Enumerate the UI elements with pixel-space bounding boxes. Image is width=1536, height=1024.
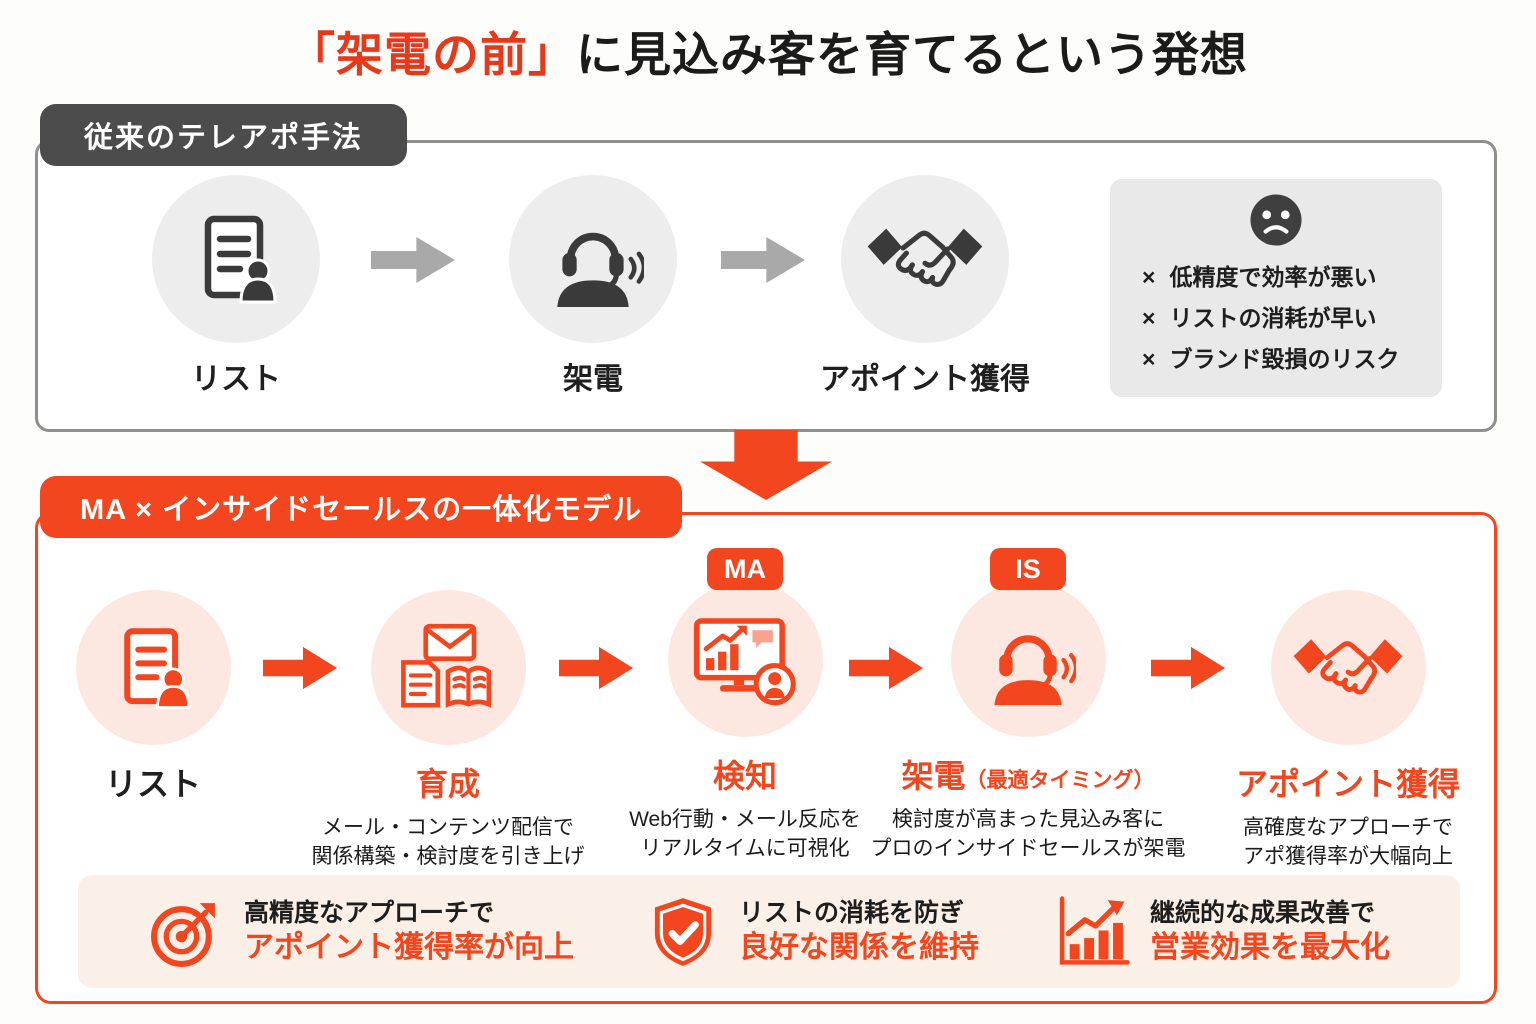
step-nurture: 育成 メール・コンテンツ配信で 関係構築・検討度を引き上げ xyxy=(278,548,618,871)
cross-mark-icon: × xyxy=(1142,346,1156,372)
step-call-circle xyxy=(950,582,1106,737)
step-list-circle xyxy=(75,590,231,745)
step-appointment-label: アポイント獲得 xyxy=(1235,766,1460,802)
step-nurture-circle xyxy=(370,590,526,745)
benefit-sales-effect: 継続的な成果改善で 営業効果を最大化 xyxy=(1052,894,1390,970)
step-list-traditional: リスト xyxy=(96,175,376,398)
step-list-label: リスト xyxy=(191,363,281,396)
modern-section-badge: MA × インサイドセールスの一体化モデル xyxy=(40,476,683,538)
problems-panel: × 低精度で効率が悪い × リストの消耗が早い × ブランド毀損のリスク xyxy=(1110,179,1442,397)
step-call-traditional: 架電 xyxy=(453,175,733,398)
step-detect-label: 検知 xyxy=(712,758,777,794)
cross-mark-icon: × xyxy=(1142,305,1156,331)
benefit-text: リストの消耗を防ぎ 良好な関係を維持 xyxy=(739,898,979,964)
problem-item: × 低精度で効率が悪い xyxy=(1142,257,1442,298)
problem-item: × ブランド毀損のリスク xyxy=(1142,339,1442,380)
shield-check-icon xyxy=(647,894,719,970)
step-detect-desc: Web行動・メール反応を リアルタイムに可視化 xyxy=(629,808,861,860)
step-appointment-desc: 高確度なアプローチで アポ獲得率が大幅向上 xyxy=(1243,816,1453,868)
step-call-label: 架電 xyxy=(563,363,623,396)
page-title-rest: に見込み客を育てるという発想 xyxy=(576,28,1248,81)
chart-up-icon xyxy=(1052,894,1130,970)
step-call-label-sub: （最適タイミング） xyxy=(965,769,1155,792)
cross-mark-icon: × xyxy=(1142,264,1156,290)
step-nurture-label: 育成 xyxy=(415,766,480,802)
step-appointment-traditional: アポイント獲得 xyxy=(785,175,1065,398)
page-title-highlight: 「架電の前」 xyxy=(288,28,576,81)
flow-arrow-icon xyxy=(371,237,455,283)
problem-item-text: リストの消耗が早い xyxy=(1169,305,1377,331)
step-list-circle xyxy=(152,175,320,343)
step-appointment-circle xyxy=(841,175,1009,343)
problem-item: × リストの消耗が早い xyxy=(1142,298,1442,339)
handshake-icon xyxy=(1292,632,1404,704)
benefits-strip: 高精度なアプローチで アポイント獲得率が向上 リストの消耗を防ぎ 良好な関係を維… xyxy=(78,875,1460,988)
step-call-label: 架電（最適タイミング） xyxy=(901,758,1155,794)
problem-item-text: ブランド毀損のリスク xyxy=(1169,346,1400,372)
traditional-section: リスト 架電 アポイント獲得 × 低精度で効率が悪い xyxy=(35,140,1497,432)
document-person-icon xyxy=(107,622,199,714)
modern-section: リスト 育成 メール・コンテンツ配信で 関係構築・検討度を引き上げ MA 検知 xyxy=(35,512,1497,1004)
benefit-accuracy: 高精度なアプローチで アポイント獲得率が向上 xyxy=(148,894,574,970)
transition-down-arrow-icon xyxy=(700,430,832,500)
traditional-section-badge: 従来のテレアポ手法 xyxy=(40,104,408,166)
page-title: 「架電の前」に見込み客を育てるという発想 xyxy=(0,16,1536,85)
target-dart-icon xyxy=(148,894,224,970)
problems-list: × 低精度で効率が悪い × リストの消耗が早い × ブランド毀損のリスク xyxy=(1110,257,1442,380)
benefit-text: 高精度なアプローチで アポイント獲得率が向上 xyxy=(244,898,574,964)
document-person-icon xyxy=(186,209,286,309)
benefit-text: 継続的な成果改善で 営業効果を最大化 xyxy=(1150,898,1390,964)
step-detect: MA 検知 Web行動・メール反応を リアルタイムに可視化 xyxy=(575,548,915,863)
step-appointment-circle xyxy=(1270,590,1426,745)
is-tag-badge: IS xyxy=(990,548,1066,590)
sad-face-icon xyxy=(1110,191,1442,249)
step-list-label: リスト xyxy=(104,766,201,802)
headset-agent-icon xyxy=(980,612,1076,708)
step-detect-circle xyxy=(667,582,823,737)
problem-item-text: 低精度で効率が悪い xyxy=(1169,264,1377,290)
step-appointment-modern: アポイント獲得 高確度なアプローチで アポ獲得率が大幅向上 xyxy=(1178,548,1518,871)
ma-tag-badge: MA xyxy=(707,548,783,590)
mail-doc-book-icon xyxy=(396,621,500,715)
step-appointment-label: アポイント獲得 xyxy=(820,363,1030,396)
handshake-icon xyxy=(866,221,984,297)
step-call-circle xyxy=(509,175,677,343)
benefit-relationship: リストの消耗を防ぎ 良好な関係を維持 xyxy=(647,894,979,970)
step-call-modern: IS 架電（最適タイミング） 検討度が高まった見込み客に プロのインサイドセール… xyxy=(858,548,1198,863)
headset-agent-icon xyxy=(542,208,644,310)
step-call-desc: 検討度が高まった見込み客に プロのインサイドセールスが架電 xyxy=(870,808,1186,860)
monitor-analytics-icon xyxy=(693,613,797,707)
step-nurture-desc: メール・コンテンツ配信で 関係構築・検討度を引き上げ xyxy=(311,816,585,868)
step-list-modern: リスト xyxy=(0,548,323,805)
